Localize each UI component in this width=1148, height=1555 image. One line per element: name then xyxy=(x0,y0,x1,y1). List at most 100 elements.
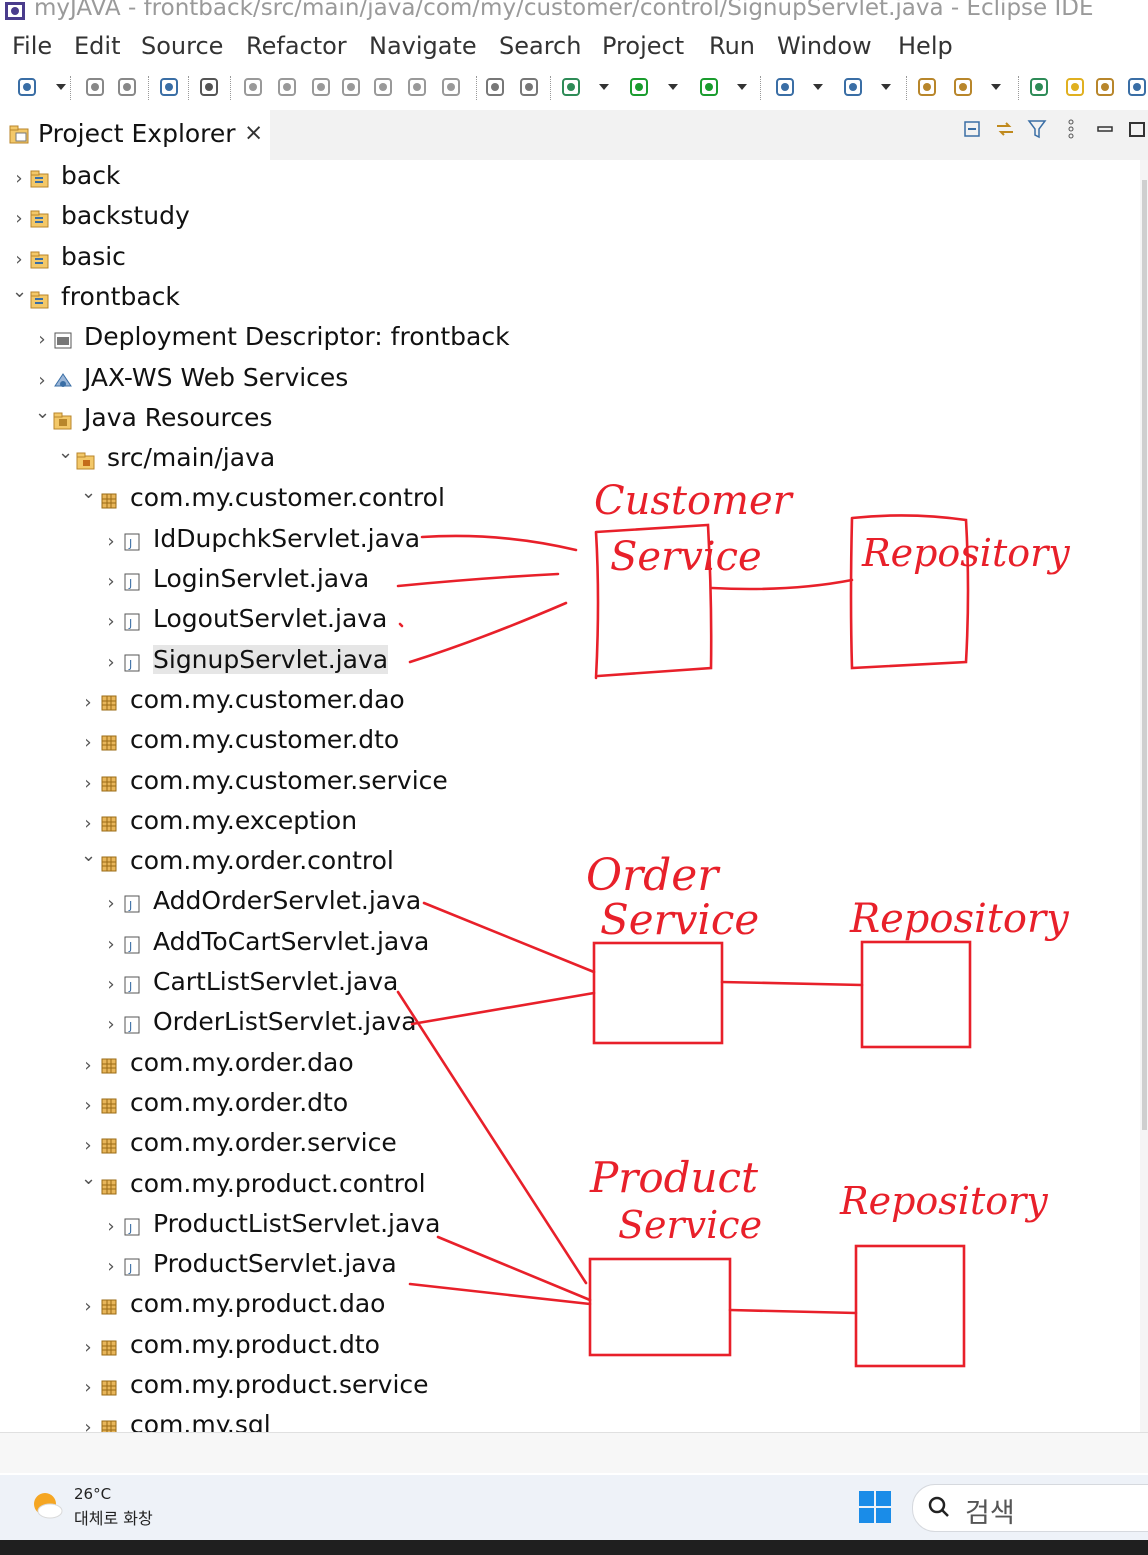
search-tool-icon[interactable] xyxy=(952,76,974,98)
chevron-down-icon[interactable]: ⌄ xyxy=(35,401,51,423)
tree-node[interactable]: ›JAX-WS Web Services xyxy=(0,362,1140,402)
tree-node[interactable]: ›backstudy xyxy=(0,200,1140,240)
dropdown-arrow-icon[interactable] xyxy=(991,84,1001,90)
taskbar-search[interactable]: 검색 xyxy=(912,1484,1148,1532)
collapse-all-icon[interactable] xyxy=(962,118,984,140)
chevron-right-icon[interactable]: › xyxy=(15,208,23,230)
tree-node[interactable]: ›com.my.customer.dao xyxy=(0,684,1140,724)
run-last-tool-icon[interactable] xyxy=(698,76,720,98)
chevron-right-icon[interactable]: › xyxy=(84,1296,92,1318)
chevron-right-icon[interactable]: › xyxy=(107,893,115,915)
menu-help[interactable]: Help xyxy=(898,32,953,60)
chevron-down-icon[interactable]: ⌄ xyxy=(81,1167,97,1189)
menu-project[interactable]: Project xyxy=(602,32,685,60)
tree-node[interactable]: ›Deployment Descriptor: frontback xyxy=(0,321,1140,361)
chevron-down-icon[interactable]: ⌄ xyxy=(12,280,28,302)
weather-sun-icon[interactable] xyxy=(30,1489,64,1523)
save-all-icon[interactable] xyxy=(116,76,138,98)
chevron-right-icon[interactable]: › xyxy=(84,1054,92,1076)
step-over-icon[interactable] xyxy=(406,76,428,98)
link-with-editor-icon[interactable] xyxy=(994,118,1016,140)
save-icon[interactable] xyxy=(84,76,106,98)
chevron-right-icon[interactable]: › xyxy=(107,974,115,995)
close-view-icon[interactable]: × xyxy=(244,120,264,146)
chevron-right-icon[interactable]: › xyxy=(84,1377,92,1398)
new-icon[interactable] xyxy=(16,76,38,98)
skip-breakpoints-icon[interactable] xyxy=(198,76,220,98)
minimize-icon[interactable] xyxy=(1094,118,1116,140)
view-menu-icon[interactable] xyxy=(1060,118,1082,140)
dropdown-arrow-icon[interactable] xyxy=(737,84,747,90)
chevron-right-icon[interactable]: › xyxy=(15,168,23,189)
chevron-right-icon[interactable]: › xyxy=(84,1135,92,1157)
windows-start-icon[interactable] xyxy=(858,1490,892,1524)
chevron-right-icon[interactable]: › xyxy=(84,732,92,754)
chevron-right-icon[interactable]: › xyxy=(38,369,46,391)
chevron-down-icon[interactable]: ⌄ xyxy=(58,442,74,464)
toggle-editor-icon[interactable] xyxy=(1094,76,1116,98)
disconnect-icon[interactable] xyxy=(340,76,362,98)
tree-node[interactable]: ›com.my.product.dao xyxy=(0,1288,1140,1328)
dropdown-arrow-icon[interactable] xyxy=(56,84,66,90)
tree-node[interactable]: ⌄com.my.order.control xyxy=(0,845,1140,885)
project-explorer-tab[interactable]: Project Explorer × xyxy=(0,110,270,160)
tree-node[interactable]: ›com.my.product.dto xyxy=(0,1329,1140,1369)
tree-node[interactable]: ›basic xyxy=(0,241,1140,281)
menu-run[interactable]: Run xyxy=(709,32,756,60)
tree-scrollbar[interactable] xyxy=(1140,160,1148,1432)
tree-node[interactable]: ›com.my.customer.service xyxy=(0,765,1140,805)
chevron-right-icon[interactable]: › xyxy=(84,772,92,794)
chevron-down-icon[interactable]: ⌄ xyxy=(81,482,97,504)
dropdown-arrow-icon[interactable] xyxy=(881,84,891,90)
chevron-right-icon[interactable]: › xyxy=(107,611,115,633)
new-server-icon[interactable] xyxy=(774,76,796,98)
menu-source[interactable]: Source xyxy=(141,32,224,60)
menu-edit[interactable]: Edit xyxy=(74,32,121,60)
weather-temperature[interactable]: 26°C xyxy=(74,1485,112,1503)
chevron-right-icon[interactable]: › xyxy=(15,248,23,270)
chevron-right-icon[interactable]: › xyxy=(84,812,92,834)
chevron-right-icon[interactable]: › xyxy=(84,1417,92,1432)
tree-node[interactable]: ›com.my.customer.dto xyxy=(0,724,1140,764)
tree-node[interactable]: ›com.my.product.service xyxy=(0,1369,1140,1409)
chevron-right-icon[interactable]: › xyxy=(38,329,46,351)
chevron-right-icon[interactable]: › xyxy=(107,530,115,552)
dropdown-arrow-icon[interactable] xyxy=(599,84,609,90)
dropdown-arrow-icon[interactable] xyxy=(668,84,678,90)
weather-description[interactable]: 대체로 화창 xyxy=(74,1509,153,1528)
maximize-icon[interactable] xyxy=(1126,118,1148,140)
step-return-icon[interactable] xyxy=(440,76,462,98)
terminal-icon[interactable] xyxy=(158,76,180,98)
chevron-down-icon[interactable]: ⌄ xyxy=(81,845,97,867)
menu-refactor[interactable]: Refactor xyxy=(246,32,347,60)
tree-node[interactable]: ›com.my.order.dao xyxy=(0,1047,1140,1087)
chevron-right-icon[interactable]: › xyxy=(107,651,115,673)
suspend-icon[interactable] xyxy=(276,76,298,98)
chevron-right-icon[interactable]: › xyxy=(84,1094,92,1116)
tree-node[interactable]: ⌄Java Resources xyxy=(0,402,1140,442)
tree-node[interactable]: ›back xyxy=(0,160,1140,200)
menu-navigate[interactable]: Navigate xyxy=(369,32,477,60)
chevron-right-icon[interactable]: › xyxy=(107,1215,115,1237)
tree-node[interactable]: ›com.my.order.dto xyxy=(0,1087,1140,1127)
tree-node[interactable]: ›com.my.sql xyxy=(0,1409,1140,1432)
tree-node[interactable]: ⌄src/main/java xyxy=(0,442,1140,482)
step-into-icon[interactable] xyxy=(372,76,394,98)
filter-icon[interactable] xyxy=(1026,118,1048,140)
tree-node[interactable]: ⌄frontback xyxy=(0,281,1140,321)
chevron-right-icon[interactable]: › xyxy=(107,571,115,592)
debug-icon[interactable] xyxy=(560,76,582,98)
run-icon[interactable] xyxy=(628,76,650,98)
menu-file[interactable]: File xyxy=(12,32,53,60)
dropdown-arrow-icon[interactable] xyxy=(813,84,823,90)
toggle-mark-icon[interactable] xyxy=(518,76,540,98)
